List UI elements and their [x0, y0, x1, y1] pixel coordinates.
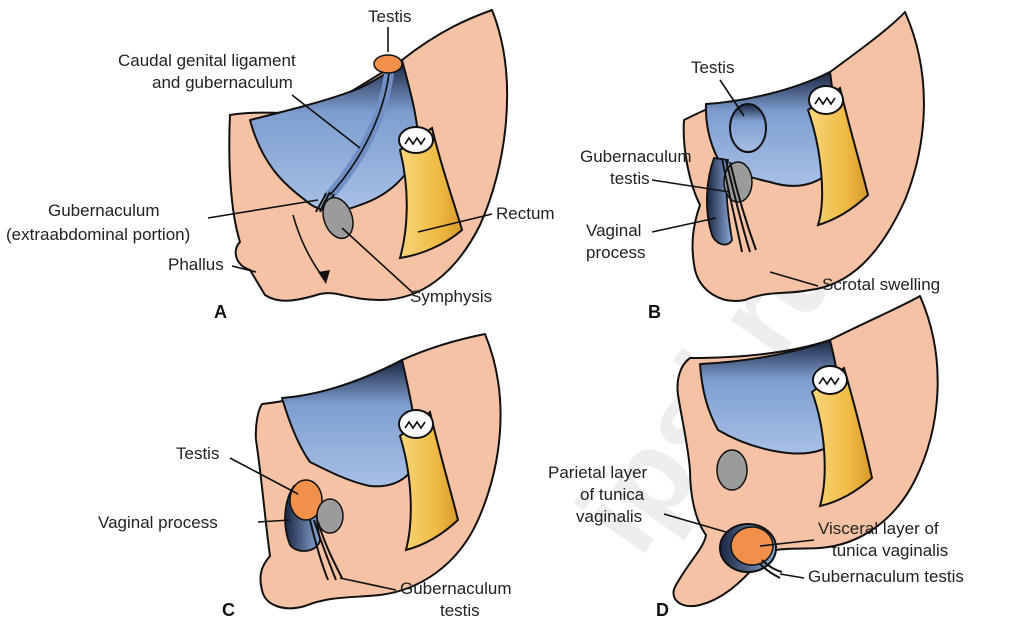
panel-d-label-gub: Gubernaculum testis	[808, 567, 964, 586]
panel-c-label-gub-2: testis	[440, 601, 480, 620]
panel-a: Testis Caudal genital ligament and guber…	[6, 7, 555, 322]
panel-b-label-vag-1: Vaginal	[586, 221, 641, 240]
panel-d-label-vis-2: tunica vaginalis	[832, 541, 948, 560]
panel-c-label-vag: Vaginal process	[98, 513, 218, 532]
panel-a-label-caudal-2: and gubernaculum	[152, 73, 293, 92]
panel-a-label-caudal-1: Caudal genital ligament	[118, 51, 296, 70]
panel-d-symphysis	[717, 450, 747, 490]
panel-a-label-gub-2: (extraabdominal portion)	[6, 225, 190, 244]
panel-a-label-gub-1: Gubernaculum	[48, 201, 160, 220]
panel-b-label-testis: Testis	[691, 58, 734, 77]
panel-b-testis	[730, 104, 766, 152]
panel-d-label-vis-1: Visceral layer of	[818, 519, 939, 538]
panel-d-label-par-1: Parietal layer	[548, 463, 648, 482]
panel-a-label-testis: Testis	[368, 7, 411, 26]
panel-a-label-symphysis: Symphysis	[410, 287, 492, 306]
panel-c: Testis Vaginal process Gubernaculum test…	[98, 334, 512, 620]
panel-c-label-gub-1: Gubernaculum	[400, 579, 512, 598]
panel-b-label-scrotal: Scrotal swelling	[822, 275, 940, 294]
panel-c-letter: C	[222, 600, 235, 620]
panel-c-label-testis: Testis	[176, 444, 219, 463]
panel-b-label-gub-1: Gubernaculum	[580, 147, 692, 166]
panel-a-label-phallus: Phallus	[168, 255, 224, 274]
panel-d-label-par-2: of tunica	[580, 485, 645, 504]
panel-d-leader-gub	[780, 574, 804, 578]
panel-b-label-vag-2: process	[586, 243, 646, 262]
panel-a-label-rectum: Rectum	[496, 204, 555, 223]
panel-d-letter: D	[656, 600, 669, 620]
panel-a-testis	[374, 55, 402, 73]
panel-d-label-par-3: vaginalis	[576, 507, 642, 526]
panel-b-label-gub-2: testis	[610, 169, 650, 188]
panel-b: Testis Gubernaculum testis Vaginal proce…	[580, 12, 940, 322]
panel-b-letter: B	[648, 302, 661, 322]
panel-a-letter: A	[214, 302, 227, 322]
